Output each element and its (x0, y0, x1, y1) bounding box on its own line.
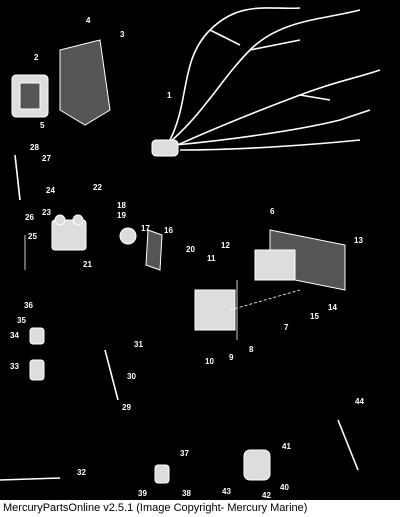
callout-9: 9 (229, 353, 234, 362)
image-caption: MercuryPartsOnline v2.5.1 (Image Copyrig… (0, 500, 400, 517)
callout-13: 13 (354, 236, 363, 245)
callout-12: 12 (221, 241, 230, 250)
callout-33: 33 (10, 362, 19, 371)
callout-32: 32 (77, 468, 86, 477)
callout-17: 17 (141, 224, 150, 233)
callout-21: 21 (83, 260, 92, 269)
callout-23: 23 (42, 208, 51, 217)
callout-5: 5 (40, 121, 45, 130)
callout-11: 11 (207, 254, 216, 263)
parts-exploded-diagram: 1 2 3 4 5 6 7 8 9 10 11 12 13 14 15 16 1… (0, 7, 381, 500)
callout-19: 19 (117, 211, 126, 220)
callout-10: 10 (205, 357, 214, 366)
callout-8: 8 (249, 345, 254, 354)
callout-36: 36 (24, 301, 33, 310)
callout-14: 14 (328, 303, 337, 312)
callout-18: 18 (117, 201, 126, 210)
callout-37: 37 (180, 449, 189, 458)
callout-25: 25 (28, 232, 37, 241)
callout-31: 31 (134, 340, 143, 349)
callout-26: 26 (25, 213, 34, 222)
callout-43: 43 (222, 487, 231, 496)
callout-29: 29 (122, 403, 131, 412)
callout-40: 40 (280, 483, 289, 492)
callout-41: 41 (282, 442, 291, 451)
callout-28: 28 (30, 143, 39, 152)
callout-20: 20 (186, 245, 195, 254)
control-module (194, 229, 346, 331)
callout-24: 24 (46, 186, 55, 195)
callout-1: 1 (167, 91, 172, 100)
callout-30: 30 (127, 372, 136, 381)
callout-27: 27 (42, 154, 51, 163)
mounting-bracket (11, 39, 111, 126)
callout-3: 3 (120, 30, 125, 39)
callout-7: 7 (284, 323, 289, 332)
callout-35: 35 (17, 316, 26, 325)
callout-42: 42 (262, 491, 271, 500)
callout-6: 6 (270, 207, 275, 216)
small-parts (0, 154, 359, 484)
wiring-harness (151, 7, 381, 157)
callout-2: 2 (34, 53, 39, 62)
callout-38: 38 (182, 489, 191, 498)
callout-22: 22 (93, 183, 102, 192)
callout-4: 4 (86, 16, 91, 25)
callout-39: 39 (138, 489, 147, 498)
callout-labels: 1 2 3 4 5 6 7 8 9 10 11 12 13 14 15 16 1… (10, 16, 364, 500)
callout-15: 15 (310, 312, 319, 321)
callout-16: 16 (164, 226, 173, 235)
starter-solenoid (51, 214, 87, 251)
callout-34: 34 (10, 331, 19, 340)
callout-44: 44 (355, 397, 364, 406)
